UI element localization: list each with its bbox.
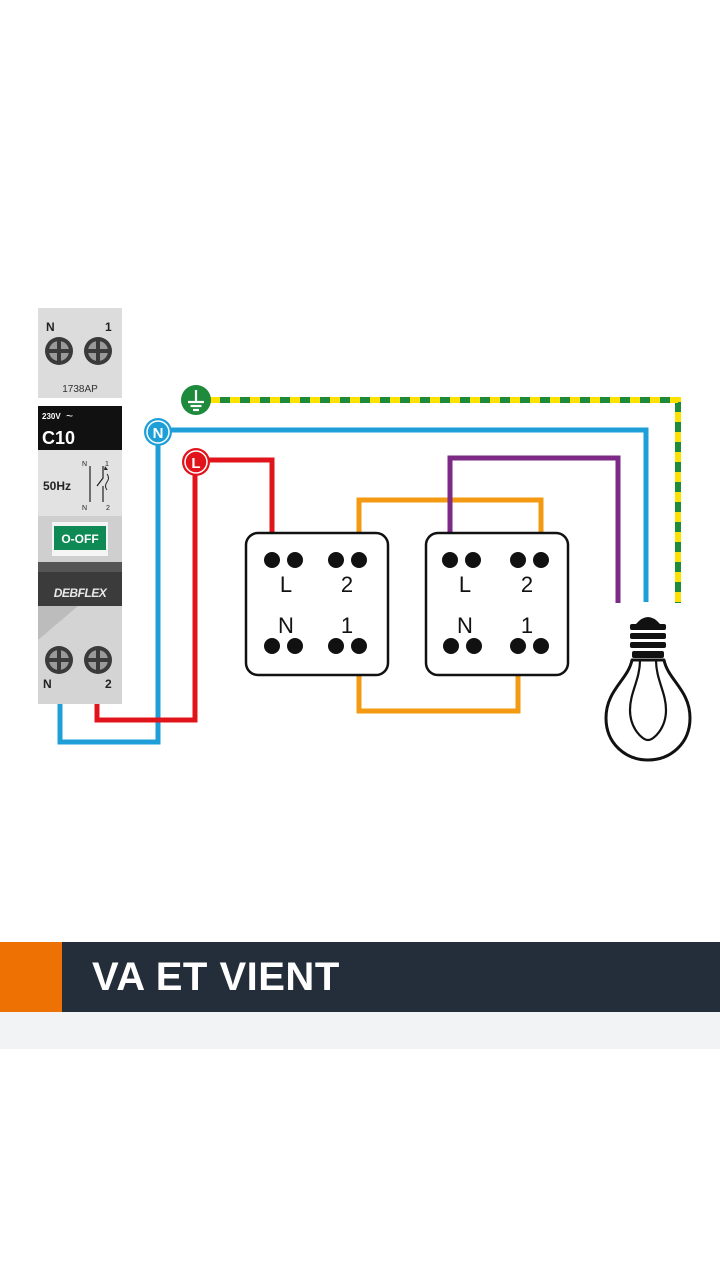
switch-1: L 2 N 1 (244, 531, 390, 677)
breaker-toggle (54, 526, 106, 550)
neutral-badge: N (144, 418, 172, 446)
svg-text:N: N (82, 505, 87, 512)
svg-text:L: L (191, 455, 200, 472)
breaker-switch-label: O-OFF (61, 532, 98, 546)
neutral-wire (57, 427, 649, 745)
terminal-dot (533, 638, 549, 654)
terminal-dot (533, 552, 549, 568)
switch-2: L 2 N 1 (424, 531, 570, 677)
earth-wire-stripe (210, 397, 681, 603)
lamp-return-wire (447, 455, 621, 603)
terminal-dot (287, 638, 303, 654)
screw-icon (84, 646, 112, 674)
light-bulb-icon (604, 617, 692, 762)
traveller-wire-bottom (356, 646, 521, 714)
terminal-dot (442, 552, 458, 568)
breaker-bottom-n-label: N (43, 677, 52, 691)
breaker-model: 1738AP (62, 384, 98, 395)
switch-1-l-label: L (280, 572, 292, 597)
svg-text:1: 1 (105, 461, 109, 468)
switch-2-n-label: N (457, 613, 473, 638)
terminal-dot (443, 638, 459, 654)
ac-symbol: ~ (66, 409, 73, 423)
terminal-dot (510, 552, 526, 568)
breaker-symbol-icon: N 1 N 2 (82, 461, 110, 512)
svg-text:N: N (153, 425, 164, 442)
breaker-frequency: 50Hz (43, 479, 71, 493)
terminal-dot (510, 638, 526, 654)
phase-badge: L (182, 448, 210, 476)
breaker-top-n-label: N (46, 320, 55, 334)
switch-1-2-label: 2 (341, 572, 353, 597)
title-banner: VA ET VIENT (0, 942, 720, 1012)
switch-1-1-label: 1 (341, 613, 353, 638)
earth-badge (181, 385, 211, 415)
page-title: VA ET VIENT (92, 955, 340, 999)
breaker-voltage: 230V (42, 412, 61, 421)
screw-icon (45, 337, 73, 365)
switch-2-l-label: L (459, 572, 471, 597)
terminal-dot (264, 552, 280, 568)
screw-icon (84, 337, 112, 365)
circuit-breaker: N 1 1738AP 230V ~ C10 50Hz N 1 N 2 (38, 308, 122, 704)
terminal-dot (351, 552, 367, 568)
wiring-diagram: N 1 1738AP 230V ~ C10 50Hz N 1 N 2 (38, 308, 692, 762)
switch-1-n-label: N (278, 613, 294, 638)
terminal-dot (351, 638, 367, 654)
banner-strip (0, 1012, 720, 1049)
terminal-dot (287, 552, 303, 568)
terminal-dot (466, 638, 482, 654)
svg-text:N: N (82, 461, 87, 468)
terminal-dot (328, 638, 344, 654)
screw-icon (45, 646, 73, 674)
breaker-brand: DEBFLEX (54, 586, 108, 600)
earth-symbol-icon (188, 390, 204, 412)
breaker-top-1-label: 1 (105, 320, 112, 334)
breaker-bottom-2-label: 2 (105, 677, 112, 691)
breaker-rating: C10 (42, 428, 75, 448)
svg-text:2: 2 (106, 505, 110, 512)
terminal-dot (264, 638, 280, 654)
terminal-dot (328, 552, 344, 568)
phase-wire (94, 457, 275, 723)
banner-accent (0, 942, 62, 1012)
terminal-dot (465, 552, 481, 568)
switch-2-2-label: 2 (521, 572, 533, 597)
switch-2-1-label: 1 (521, 613, 533, 638)
